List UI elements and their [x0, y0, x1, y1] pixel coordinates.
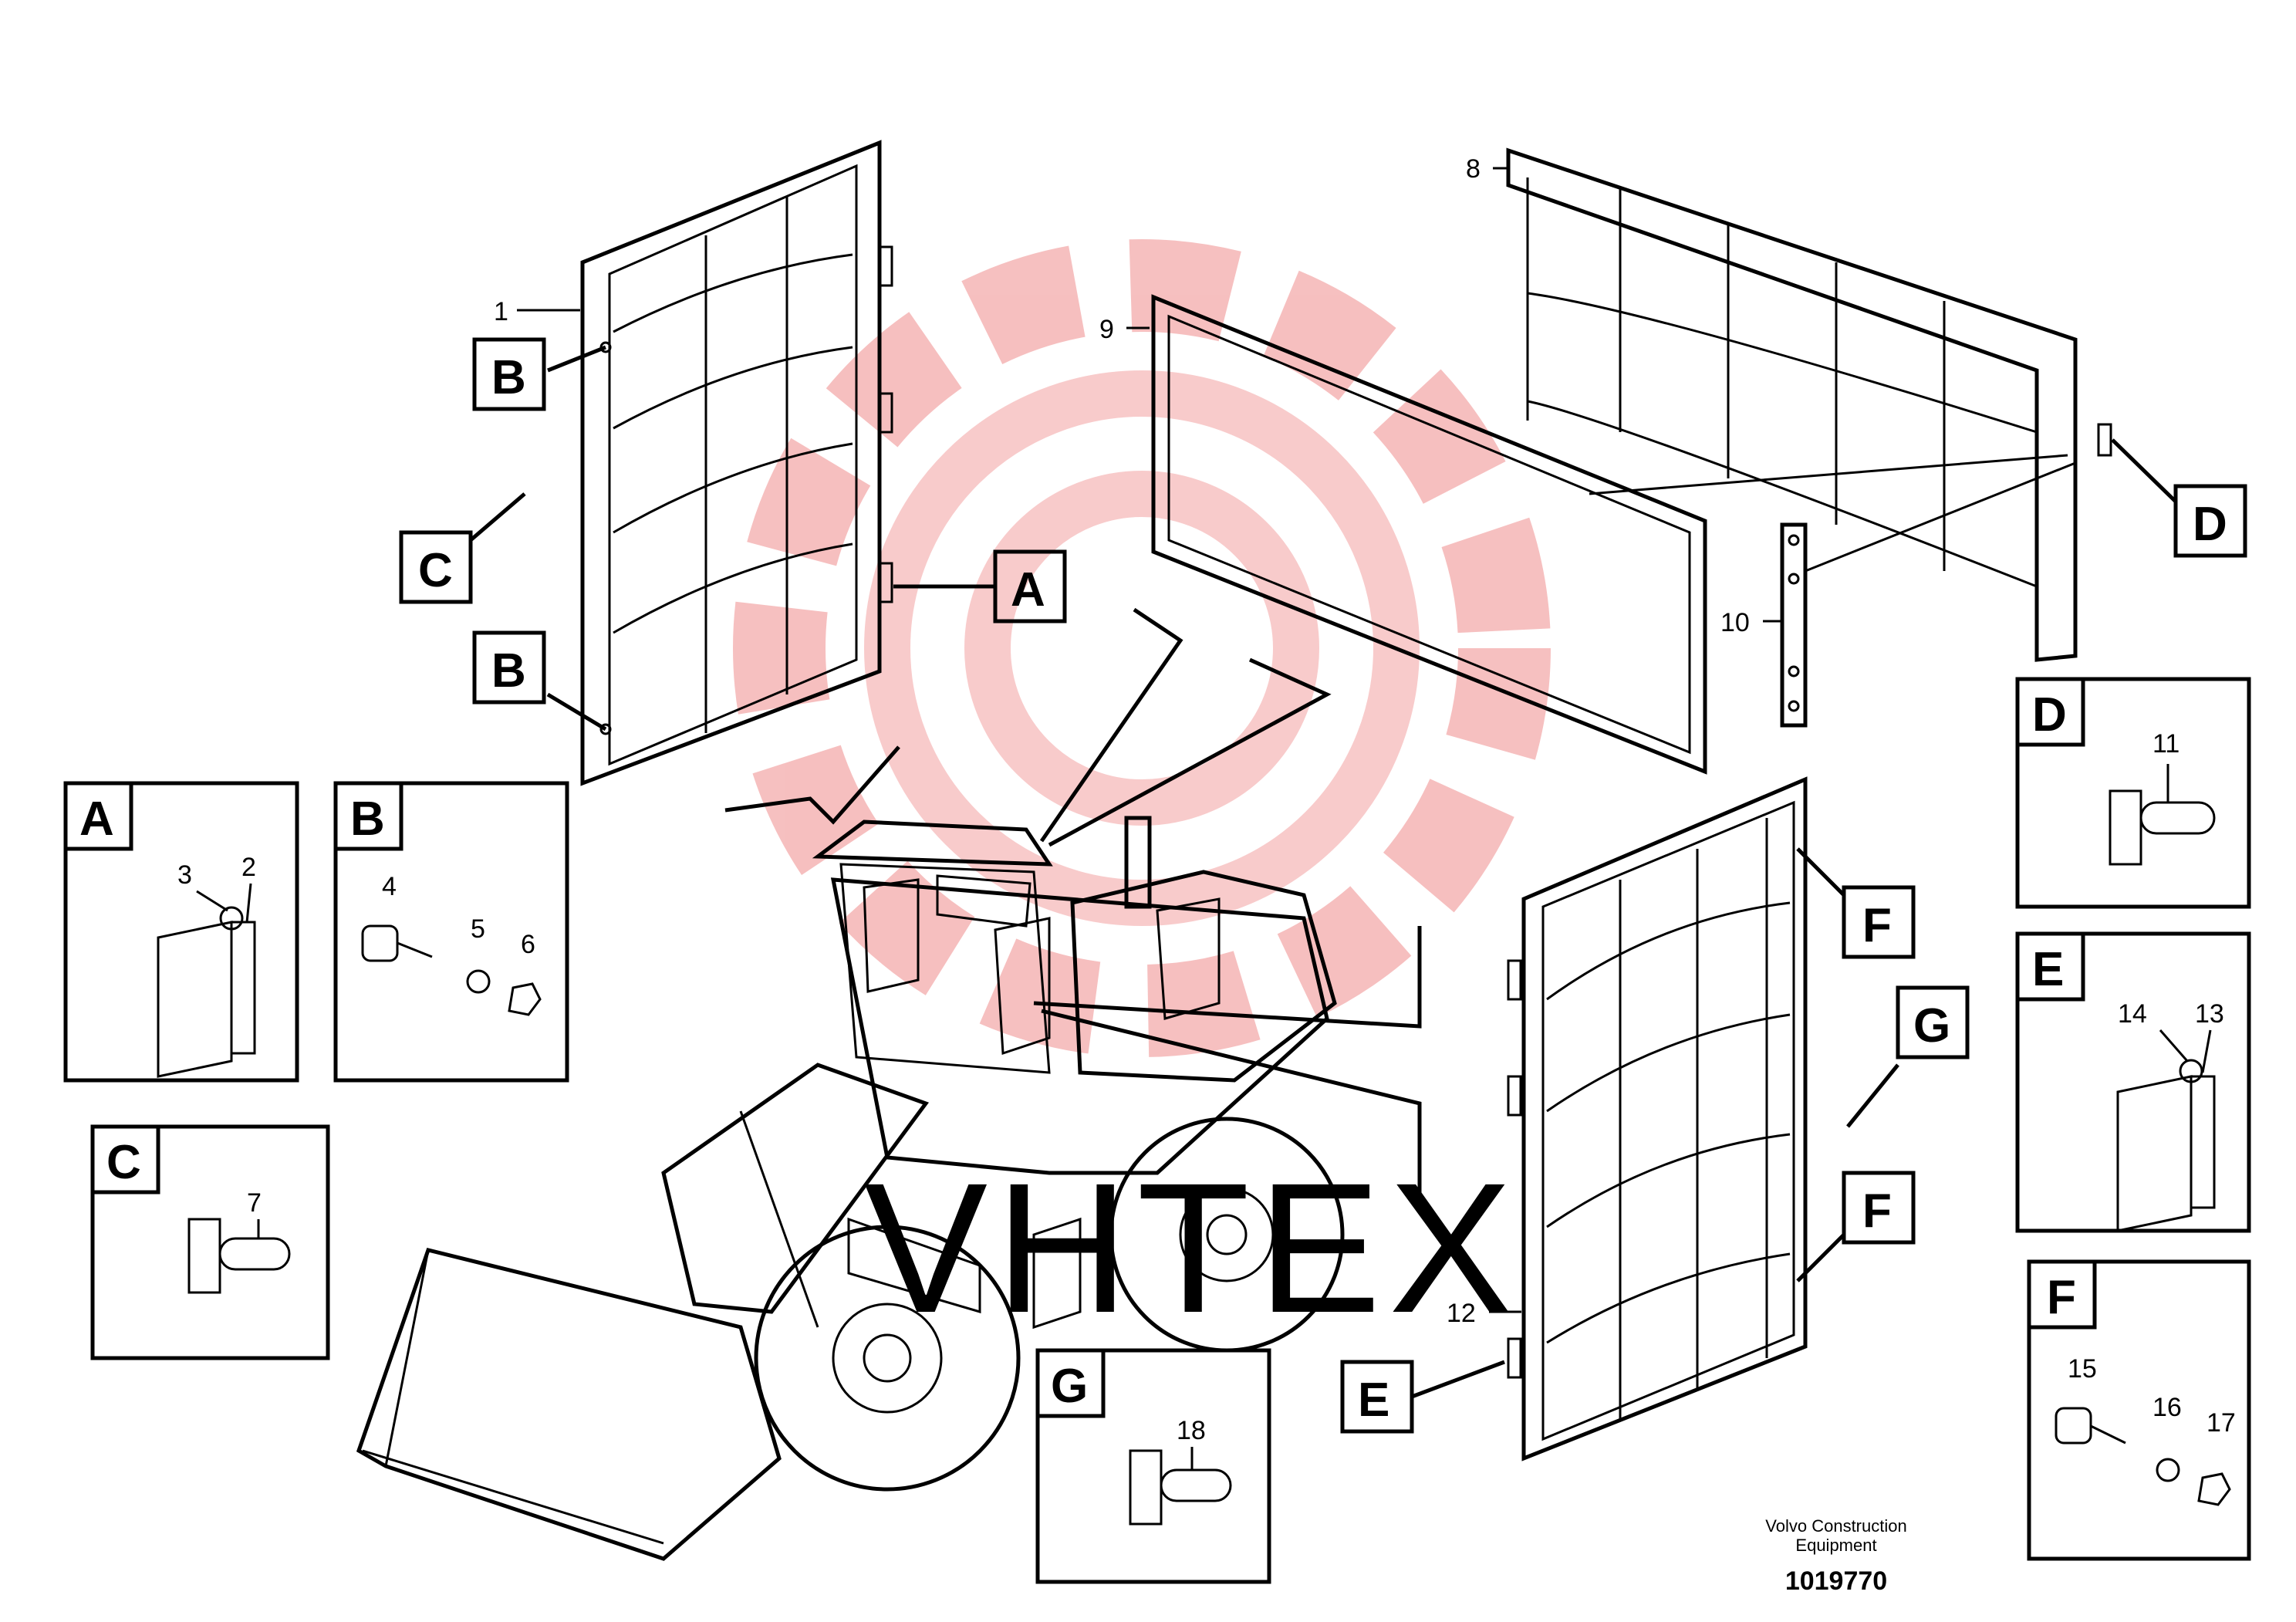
svg-text:8: 8 [1466, 154, 1481, 184]
tag-F-lower: F [1796, 1171, 1916, 1282]
callout-1: 1 [494, 297, 580, 326]
svg-text:G: G [1051, 1360, 1088, 1413]
svg-text:E: E [2032, 943, 2064, 996]
tag-D-main: D [2111, 438, 2247, 558]
callout-8: 8 [1466, 154, 1508, 184]
tag-F-upper: F [1796, 847, 1916, 959]
side-guard-right [1507, 776, 1808, 1461]
tag-A-main: A [893, 549, 1067, 623]
svg-text:A: A [79, 792, 114, 846]
svg-text:5: 5 [471, 914, 485, 944]
svg-text:2: 2 [241, 853, 256, 882]
inset-A: A 3 2 [63, 781, 299, 1083]
svg-text:F: F [1862, 899, 1892, 952]
svg-text:1: 1 [494, 297, 508, 326]
inset-C: C 7 [90, 1124, 330, 1360]
callout-12: 12 [1447, 1299, 1521, 1328]
svg-text:7: 7 [247, 1188, 262, 1218]
svg-text:13: 13 [2195, 999, 2224, 1029]
side-guard-left [580, 140, 893, 786]
svg-text:G: G [1913, 999, 1950, 1053]
drawing-number: 1019770 [1785, 1566, 1887, 1596]
watermark-gear-icon [733, 239, 1551, 1057]
svg-text:14: 14 [2118, 999, 2147, 1029]
svg-text:12: 12 [1447, 1299, 1476, 1328]
callout-10: 10 [1720, 608, 1781, 637]
svg-text:4: 4 [382, 872, 397, 901]
svg-text:15: 15 [2068, 1354, 2097, 1384]
svg-text:B: B [491, 644, 526, 698]
svg-text:F: F [1862, 1184, 1892, 1238]
svg-text:6: 6 [521, 930, 535, 959]
window-panel [1151, 294, 1707, 775]
tag-B-upper: B [472, 337, 606, 411]
svg-text:B: B [491, 351, 526, 404]
svg-text:B: B [350, 792, 385, 846]
callout-9: 9 [1099, 315, 1150, 344]
svg-text:F: F [2047, 1271, 2076, 1324]
company-name-line1: Volvo Construction [1765, 1516, 1906, 1536]
mounting-bracket [1780, 461, 2076, 728]
svg-text:C: C [418, 544, 453, 597]
inset-G: G 18 [1035, 1348, 1271, 1584]
tag-C-main: C [399, 492, 526, 604]
tag-G-main: G [1846, 985, 1970, 1128]
wheel-loader [356, 816, 1345, 1561]
inset-E: E 14 13 [2015, 931, 2251, 1233]
inset-F: F 15 16 17 [2027, 1259, 2251, 1561]
assembly-leader-lines [724, 607, 1422, 1204]
watermark-text: VHTEX [864, 1144, 1520, 1351]
svg-text:E: E [1358, 1374, 1389, 1427]
svg-text:A: A [1011, 563, 1045, 617]
svg-text:9: 9 [1099, 315, 1114, 344]
rear-guard [1506, 147, 2112, 662]
inset-D: D 11 [2015, 677, 2251, 909]
svg-text:D: D [2193, 498, 2227, 551]
inset-B: B 4 5 6 [333, 781, 569, 1083]
svg-text:16: 16 [2152, 1393, 2182, 1422]
svg-text:11: 11 [2152, 729, 2180, 759]
tag-E-main: E [1340, 1360, 1505, 1434]
svg-text:D: D [2032, 688, 2067, 742]
svg-text:17: 17 [2207, 1408, 2236, 1438]
svg-text:C: C [106, 1136, 141, 1189]
company-name-line2: Equipment [1795, 1536, 1876, 1555]
svg-text:3: 3 [177, 860, 192, 890]
svg-text:10: 10 [1720, 608, 1750, 637]
tag-B-lower: B [472, 630, 607, 732]
svg-text:18: 18 [1177, 1416, 1206, 1445]
